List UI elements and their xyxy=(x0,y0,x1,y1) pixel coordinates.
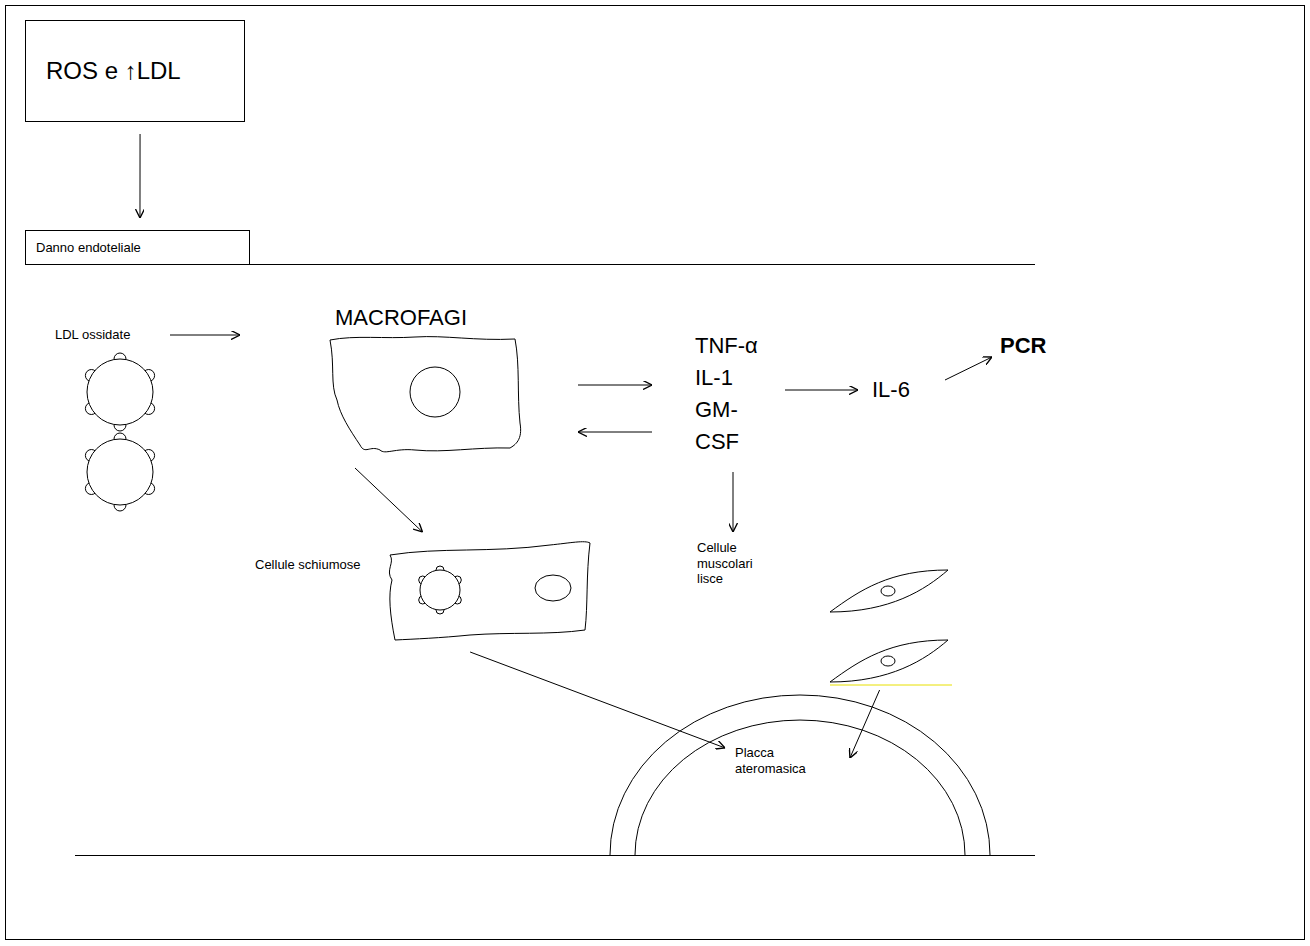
macrophage-cell: MACROFAGI xyxy=(325,305,525,460)
flow-arrow xyxy=(170,335,240,336)
marker-label: PCR xyxy=(1000,333,1046,359)
cell-part xyxy=(420,570,460,610)
smooth-muscle-cells: Cellule muscolari lisce xyxy=(695,540,955,690)
ldl-particle xyxy=(85,353,154,431)
process-box: Danno endoteliale xyxy=(25,230,250,265)
cell-part xyxy=(881,586,895,596)
foam-cell-outline xyxy=(250,535,595,647)
flow-arrow xyxy=(139,134,140,218)
vessel-wall-line xyxy=(75,855,1035,856)
node-text: MACROFAGI xyxy=(335,305,467,331)
node-text: Cellule muscolari lisce xyxy=(697,540,759,587)
endothelium-line xyxy=(250,264,1035,265)
flow-arrow xyxy=(578,385,652,386)
process-box: ROS e ↑LDL xyxy=(25,20,245,122)
frame-border xyxy=(6,6,1305,940)
cell-part xyxy=(830,640,948,682)
cell-part xyxy=(881,656,895,666)
cytokine-label: IL-6 xyxy=(872,377,910,403)
flow-arrow xyxy=(945,357,992,380)
cell-part xyxy=(330,337,521,452)
substance-label: LDL ossidate xyxy=(55,327,130,343)
cell-part xyxy=(610,695,990,855)
cell-part xyxy=(410,367,460,417)
flow-arrow xyxy=(850,690,880,758)
flow-arrow xyxy=(785,390,858,391)
ldl-particle xyxy=(85,433,154,511)
node-text: Placca ateromasica xyxy=(735,745,815,776)
cell-part xyxy=(830,685,952,686)
cytokine-list: TNF-α IL-1 GM- CSF xyxy=(695,330,767,458)
atheroma-plaque: Placca ateromasica xyxy=(605,690,995,860)
flow-arrow xyxy=(355,468,423,532)
flow-arrow xyxy=(578,432,652,433)
foam-cell: Cellule schiumose xyxy=(250,535,595,647)
flow-arrow xyxy=(733,472,734,532)
node-text: Cellule schiumose xyxy=(255,557,361,573)
flow-arrow xyxy=(470,652,725,748)
node-text: ROS e ↑LDL xyxy=(46,57,181,86)
cell-part xyxy=(389,542,590,640)
cell-part xyxy=(635,720,965,855)
cell-part xyxy=(535,575,571,601)
cell-part xyxy=(830,570,948,612)
node-text: Danno endoteliale xyxy=(36,240,141,256)
